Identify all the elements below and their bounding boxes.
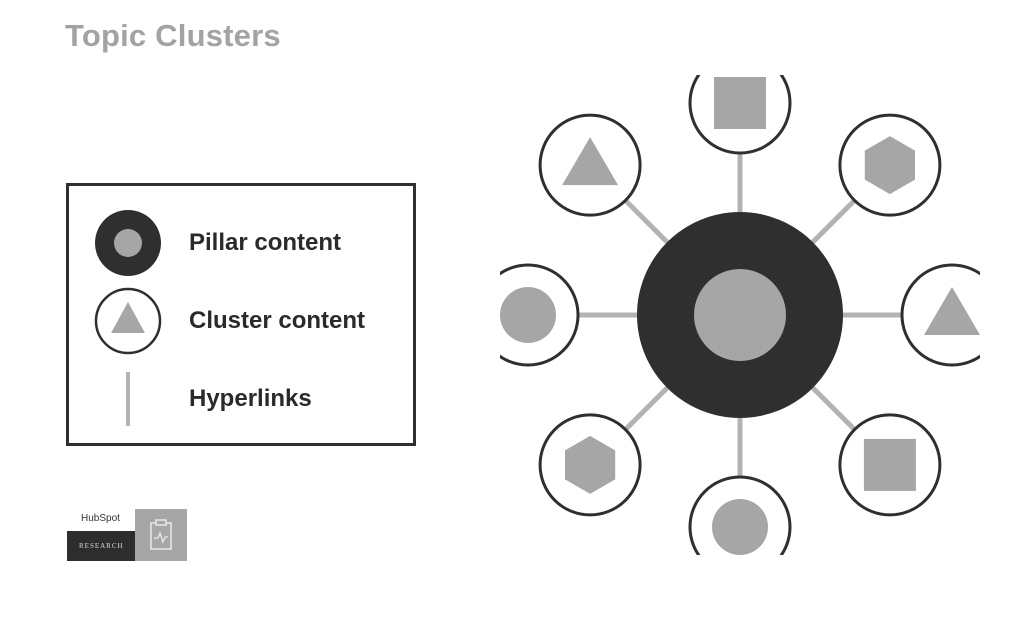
hyperlink-bottom-left (623, 386, 669, 432)
square-shape (863, 438, 916, 491)
cluster-node-bottom-right (838, 413, 942, 517)
legend-label-pillar: Pillar content (189, 229, 342, 256)
legend-item-cluster: Cluster content (69, 286, 413, 366)
page-title: Topic Clusters (65, 18, 281, 53)
logo-subtitle: RESEARCH (79, 542, 124, 550)
square-shape (714, 77, 766, 129)
legend-box: Pillar content Cluster content Hyperlink… (66, 183, 416, 446)
cluster-nodes (500, 75, 980, 555)
cluster-node-left (500, 263, 580, 367)
pillar-inner (694, 269, 786, 361)
hyperlink-icon (126, 372, 130, 426)
triangle-shape (924, 287, 980, 335)
hyperlink-bottom-right (811, 386, 857, 432)
circle-shape (712, 499, 768, 555)
cluster-node-top (688, 75, 792, 155)
hexagon-shape (864, 136, 915, 195)
hyperlinks (578, 153, 902, 477)
pillar-icon (95, 210, 161, 276)
cluster-node-bottom (688, 475, 792, 555)
legend-item-hyperlinks: Hyperlinks (69, 364, 413, 444)
cluster-node-right (900, 263, 980, 367)
cluster-node-top-left (538, 113, 642, 217)
topic-cluster-diagram (500, 75, 980, 555)
pillar-node (637, 212, 843, 418)
triangle-shape (562, 137, 619, 186)
legend-label-cluster: Cluster content (189, 307, 366, 334)
logo-brand: HubSpot (81, 513, 120, 524)
cluster-node-bottom-left (538, 413, 642, 517)
circle-shape (500, 287, 556, 343)
hexagon-shape (565, 435, 616, 494)
clipboard-chart-icon (150, 519, 172, 550)
legend-item-pillar: Pillar content (69, 208, 413, 288)
cluster-icon (94, 287, 162, 355)
legend-label-hyperlinks: Hyperlinks (189, 385, 312, 412)
cluster-node-top-right (838, 113, 942, 217)
hyperlink-top-left (623, 198, 669, 244)
hubspot-research-logo: HubSpot RESEARCH (67, 509, 187, 561)
hyperlink-top-right (811, 198, 857, 244)
